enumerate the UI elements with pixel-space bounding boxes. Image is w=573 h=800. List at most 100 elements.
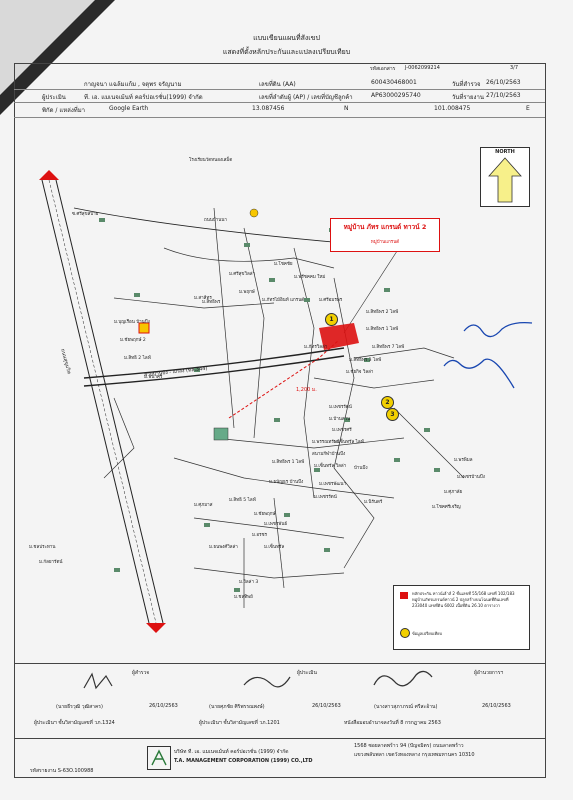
map-label: ถนนบ้านนา — [204, 218, 227, 223]
stadium-icon — [213, 427, 229, 441]
map-label: ม.ชัยกิจ วิลล่า — [346, 370, 374, 375]
approver-date: 26/10/2563 — [482, 703, 511, 709]
map-label: ม.สิทธิพร 1 ไลฟ์ — [366, 327, 399, 332]
plot-label: เลขที่ดิน (AA) — [259, 81, 296, 88]
map-label: ม.สาลีทร — [194, 296, 212, 301]
ap-label: เลขที่ลำดับผู้ (AP) / เลขที่บัญชีลูกค้า — [259, 94, 353, 101]
map-label: ม.เซ็นทรัล วิลล่า — [314, 464, 347, 469]
banner-subtitle: หมู่บ้านแกรนด์ — [370, 240, 400, 245]
legend-red-text: หลักประกัน ทาวน์เฮ้าส์ 2 ชั้นเลขที่ 55/1… — [412, 591, 515, 608]
map-label: ม.วิลล่า 3 — [239, 580, 259, 585]
appraiser-company: ที. เอ. แมเนจเม้นท์ คอร์ปอเรชั่น(1999) จ… — [84, 94, 203, 101]
appraiser-date: 26/10/2563 — [312, 703, 341, 709]
plot-number: 600430468001 — [371, 79, 417, 86]
north-arrow-icon — [488, 157, 522, 203]
map-label: ม.เพชรพัฒนา — [319, 482, 347, 487]
survey-date: 26/10/2563 — [486, 79, 521, 86]
sketch-map: ถนนสุขุมวิท สายบ้านบึง - แกลง (ทล.344) 1… — [14, 118, 545, 664]
map-label: ม.สิทธิพร — [202, 300, 221, 305]
map-label: ม.กัลยารัตน์ — [39, 560, 63, 565]
banner-pointer — [343, 247, 400, 334]
map-label: ม.ธนัญธร บ้านบึง — [269, 480, 304, 485]
local-roads — [103, 207, 465, 608]
map-label: ม.สิทธิ 2 ไลฟ์ — [124, 356, 151, 361]
map-label: ม.โชคชัย — [274, 262, 293, 267]
lat-unit: N — [344, 105, 349, 112]
arrow-up-icon — [39, 170, 59, 180]
map-label: ม.บุญเรือน บ้านบึง — [114, 320, 150, 325]
map-label: ม.ศรีอมรพร — [319, 298, 343, 303]
company-name-th: บริษัท ที. เอ. แมเนจเม้นท์ คอร์ปอเรชั่น … — [174, 749, 289, 755]
company-name-en: T.A. MANAGEMENT CORPORATION (1999) CO.,L… — [174, 758, 313, 764]
map-label: ม.ศุภมาส — [194, 503, 213, 508]
appraiser-name: (นายศุภชัย ศิริพรรณพงษ์) — [209, 704, 265, 710]
collateral-area — [319, 323, 359, 350]
map-label: ม.ศรีสุขวิลล่า — [229, 272, 256, 277]
map-roads — [39, 170, 533, 633]
coords-source: Google Earth — [109, 105, 149, 112]
map-label: ม.สิทธิพร 3 ไลฟ์ — [349, 358, 382, 363]
info-row-2: ผู้ประเมิน ที. เอ. แมเนจเม้นท์ คอร์ปอเรช… — [14, 90, 545, 103]
signature-drawings — [83, 670, 433, 690]
map-label: ม.เซ็นทรัล ไลฟ์ — [334, 440, 364, 445]
surveyor-label: ผู้สำรวจ — [132, 670, 150, 676]
map-label: ม.นิรันดร์ — [364, 500, 383, 505]
label-distance: 1,200 ม. — [296, 387, 317, 393]
document-footer: บริษัท ที. เอ. แมเนจเม้นท์ คอร์ปอเรชั่น … — [14, 738, 545, 776]
appraiser-label: ผู้ประเมิน — [297, 670, 317, 676]
map-label: ม.เพชรรัตน์ — [329, 405, 352, 410]
company-logo-icon — [147, 746, 171, 770]
report-date: 27/10/2563 — [486, 92, 521, 99]
map-label: ม.ภัทรวิลล่า — [304, 345, 328, 350]
longitude: 101.008475 — [434, 105, 471, 112]
survey-date-label: วันที่สำรวจ — [452, 81, 481, 88]
map-label: ม.สิทธิพร 2 ไลฟ์ — [366, 310, 399, 315]
coords-label: พิกัด / แหล่งที่มา — [42, 107, 86, 114]
shell-station-icon — [138, 322, 150, 334]
surveyor-name: (นายธีรวุฒิ วุฒิสาคร) — [56, 704, 103, 710]
map-label: ซ.ศรีสุขสบาย — [72, 212, 99, 217]
map-label: ม.เพชรศรี — [332, 428, 352, 433]
approver-note: หนังสือมอบอำนาจลงวันที่ 8 กรกฎาคม 2563 — [344, 720, 441, 726]
map-label: ม.สิทธิพร 1 ไลฟ์ — [272, 460, 305, 465]
landmark-icon — [249, 208, 259, 218]
info-row-3: พิกัด / แหล่งที่มา Google Earth 13.08745… — [14, 103, 545, 118]
latitude: 13.087456 — [252, 105, 285, 112]
company-address-1: 1568 ซอยลาดพร้าว 94 (ปัญจมิตร) ถนนลาดพร้… — [354, 743, 464, 749]
marker-1: 1 — [325, 313, 338, 326]
project-banner: หมู่บ้าน ภัทร แกรนด์ ทาวน์ 2 หมู่บ้านแกร… — [330, 218, 440, 252]
map-label: ม.ชัยพฤกษ์ 2 — [120, 338, 146, 343]
map-legend: หลักประกัน ทาวน์เฮ้าส์ 2 ชั้นเลขที่ 55/1… — [393, 585, 530, 650]
map-label: ม.ธนพงศ์วิลล่า — [209, 545, 238, 550]
arrow-down-icon — [146, 623, 166, 633]
main-highway — [39, 170, 166, 633]
signature-section: ผู้สำรวจ (นายธีรวุฒิ วุฒิสาคร) 26/10/256… — [14, 663, 545, 739]
approver-label: ผู้อำนวยการฯ — [474, 670, 504, 676]
map-label: สนามกีฬาบ้านบึง — [312, 452, 346, 457]
surveyor-license: ผู้ประเมินฯ ชั้นวิสามัญเลขที่ วภ.1324 — [34, 720, 115, 726]
secondary-road — [83, 347, 345, 379]
lon-unit: E — [526, 105, 530, 112]
map-label: บ้านบึง — [354, 466, 368, 471]
north-arrow-box: NORTH — [480, 147, 530, 207]
legend-yellow-text: ข้อมูลเปรียบเทียบ — [412, 631, 443, 636]
map-label: โรงเรียนวัดหนองเสม็ด — [189, 158, 233, 163]
map-label: ม.เพชรพันธ์ — [264, 522, 288, 527]
form-no-label: รหัสเอกสาร — [370, 66, 396, 72]
legend-yellow-swatch — [400, 628, 410, 638]
map-label: ม.เพชรรัตน์ — [314, 495, 337, 500]
map-label: ม.อรชร — [252, 533, 267, 538]
signature-mark-1 — [463, 321, 533, 338]
map-label: ม.พรรณทรัพย์ — [312, 440, 340, 445]
ap-number: AP63000295740 — [371, 92, 421, 99]
map-label: ม.เพชรบ้านบึง — [457, 475, 485, 480]
document-code: รหัสรายงาน S-63O.100988 — [30, 768, 94, 774]
map-label: ม.สิทธิพร 7 ไลฟ์ — [372, 345, 405, 350]
map-label: ม.ศุภาลัย — [444, 490, 463, 495]
map-label: ม.ภัทรไม้อินท์ แกรนด์ — [262, 298, 305, 303]
map-label: ม.ชัยพฤกษ์ — [254, 512, 276, 517]
map-label: ม.พนาศรี — [144, 375, 163, 380]
page-number: 3/7 — [510, 65, 519, 71]
road-north — [73, 207, 345, 244]
page-fold-inner — [0, 0, 95, 95]
